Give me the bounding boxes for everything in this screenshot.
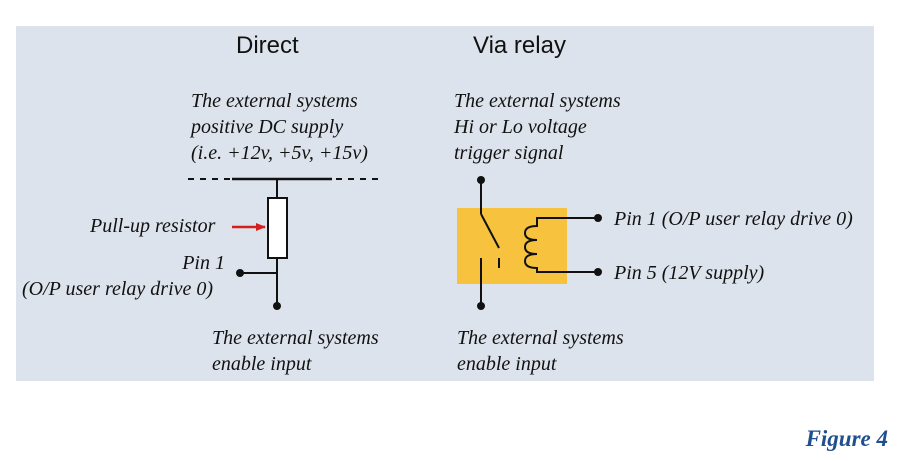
- relay-trigger-line-3: trigger signal: [454, 142, 564, 164]
- diagram-panel: [16, 26, 874, 381]
- direct-enable-line-2: enable input: [212, 353, 312, 375]
- relay-circuit: [457, 176, 602, 310]
- relay-enable-line-1: The external systems: [457, 327, 624, 349]
- direct-pin-line-2: (O/P user relay drive 0): [22, 278, 214, 300]
- relay-enable-line-2: enable input: [457, 353, 557, 375]
- relay-pin1-label: Pin 1 (O/P user relay drive 0): [614, 208, 853, 230]
- relay-pin1-node: [594, 214, 602, 222]
- pin1-node: [236, 269, 244, 277]
- relay-trigger-line-1: The external systems: [454, 90, 621, 112]
- relay-enable-node: [477, 302, 485, 310]
- relay-trigger-line-2: Hi or Lo voltage: [454, 116, 587, 138]
- pull-up-resistor-label: Pull-up resistor: [90, 215, 216, 237]
- relay-switch-contact: [480, 213, 500, 249]
- pull-up-resistor: [267, 197, 288, 259]
- direct-supply-line-3: (i.e. +12v, +5v, +15v): [191, 142, 368, 164]
- direct-supply-line-2: positive DC supply: [191, 116, 344, 138]
- via-relay-heading: Via relay: [473, 32, 566, 59]
- direct-heading: Direct: [236, 32, 299, 59]
- relay-coil: [523, 217, 598, 273]
- direct-enable-line-1: The external systems: [212, 327, 379, 349]
- direct-supply-line-1: The external systems: [191, 90, 358, 112]
- enable-node: [273, 302, 281, 310]
- direct-circuit: [188, 177, 378, 310]
- figure-caption: Figure 4: [805, 426, 888, 451]
- relay-pin5-label: Pin 5 (12V supply): [614, 262, 765, 284]
- relay-pin5-node: [594, 268, 602, 276]
- direct-pin-line-1: Pin 1: [182, 252, 225, 274]
